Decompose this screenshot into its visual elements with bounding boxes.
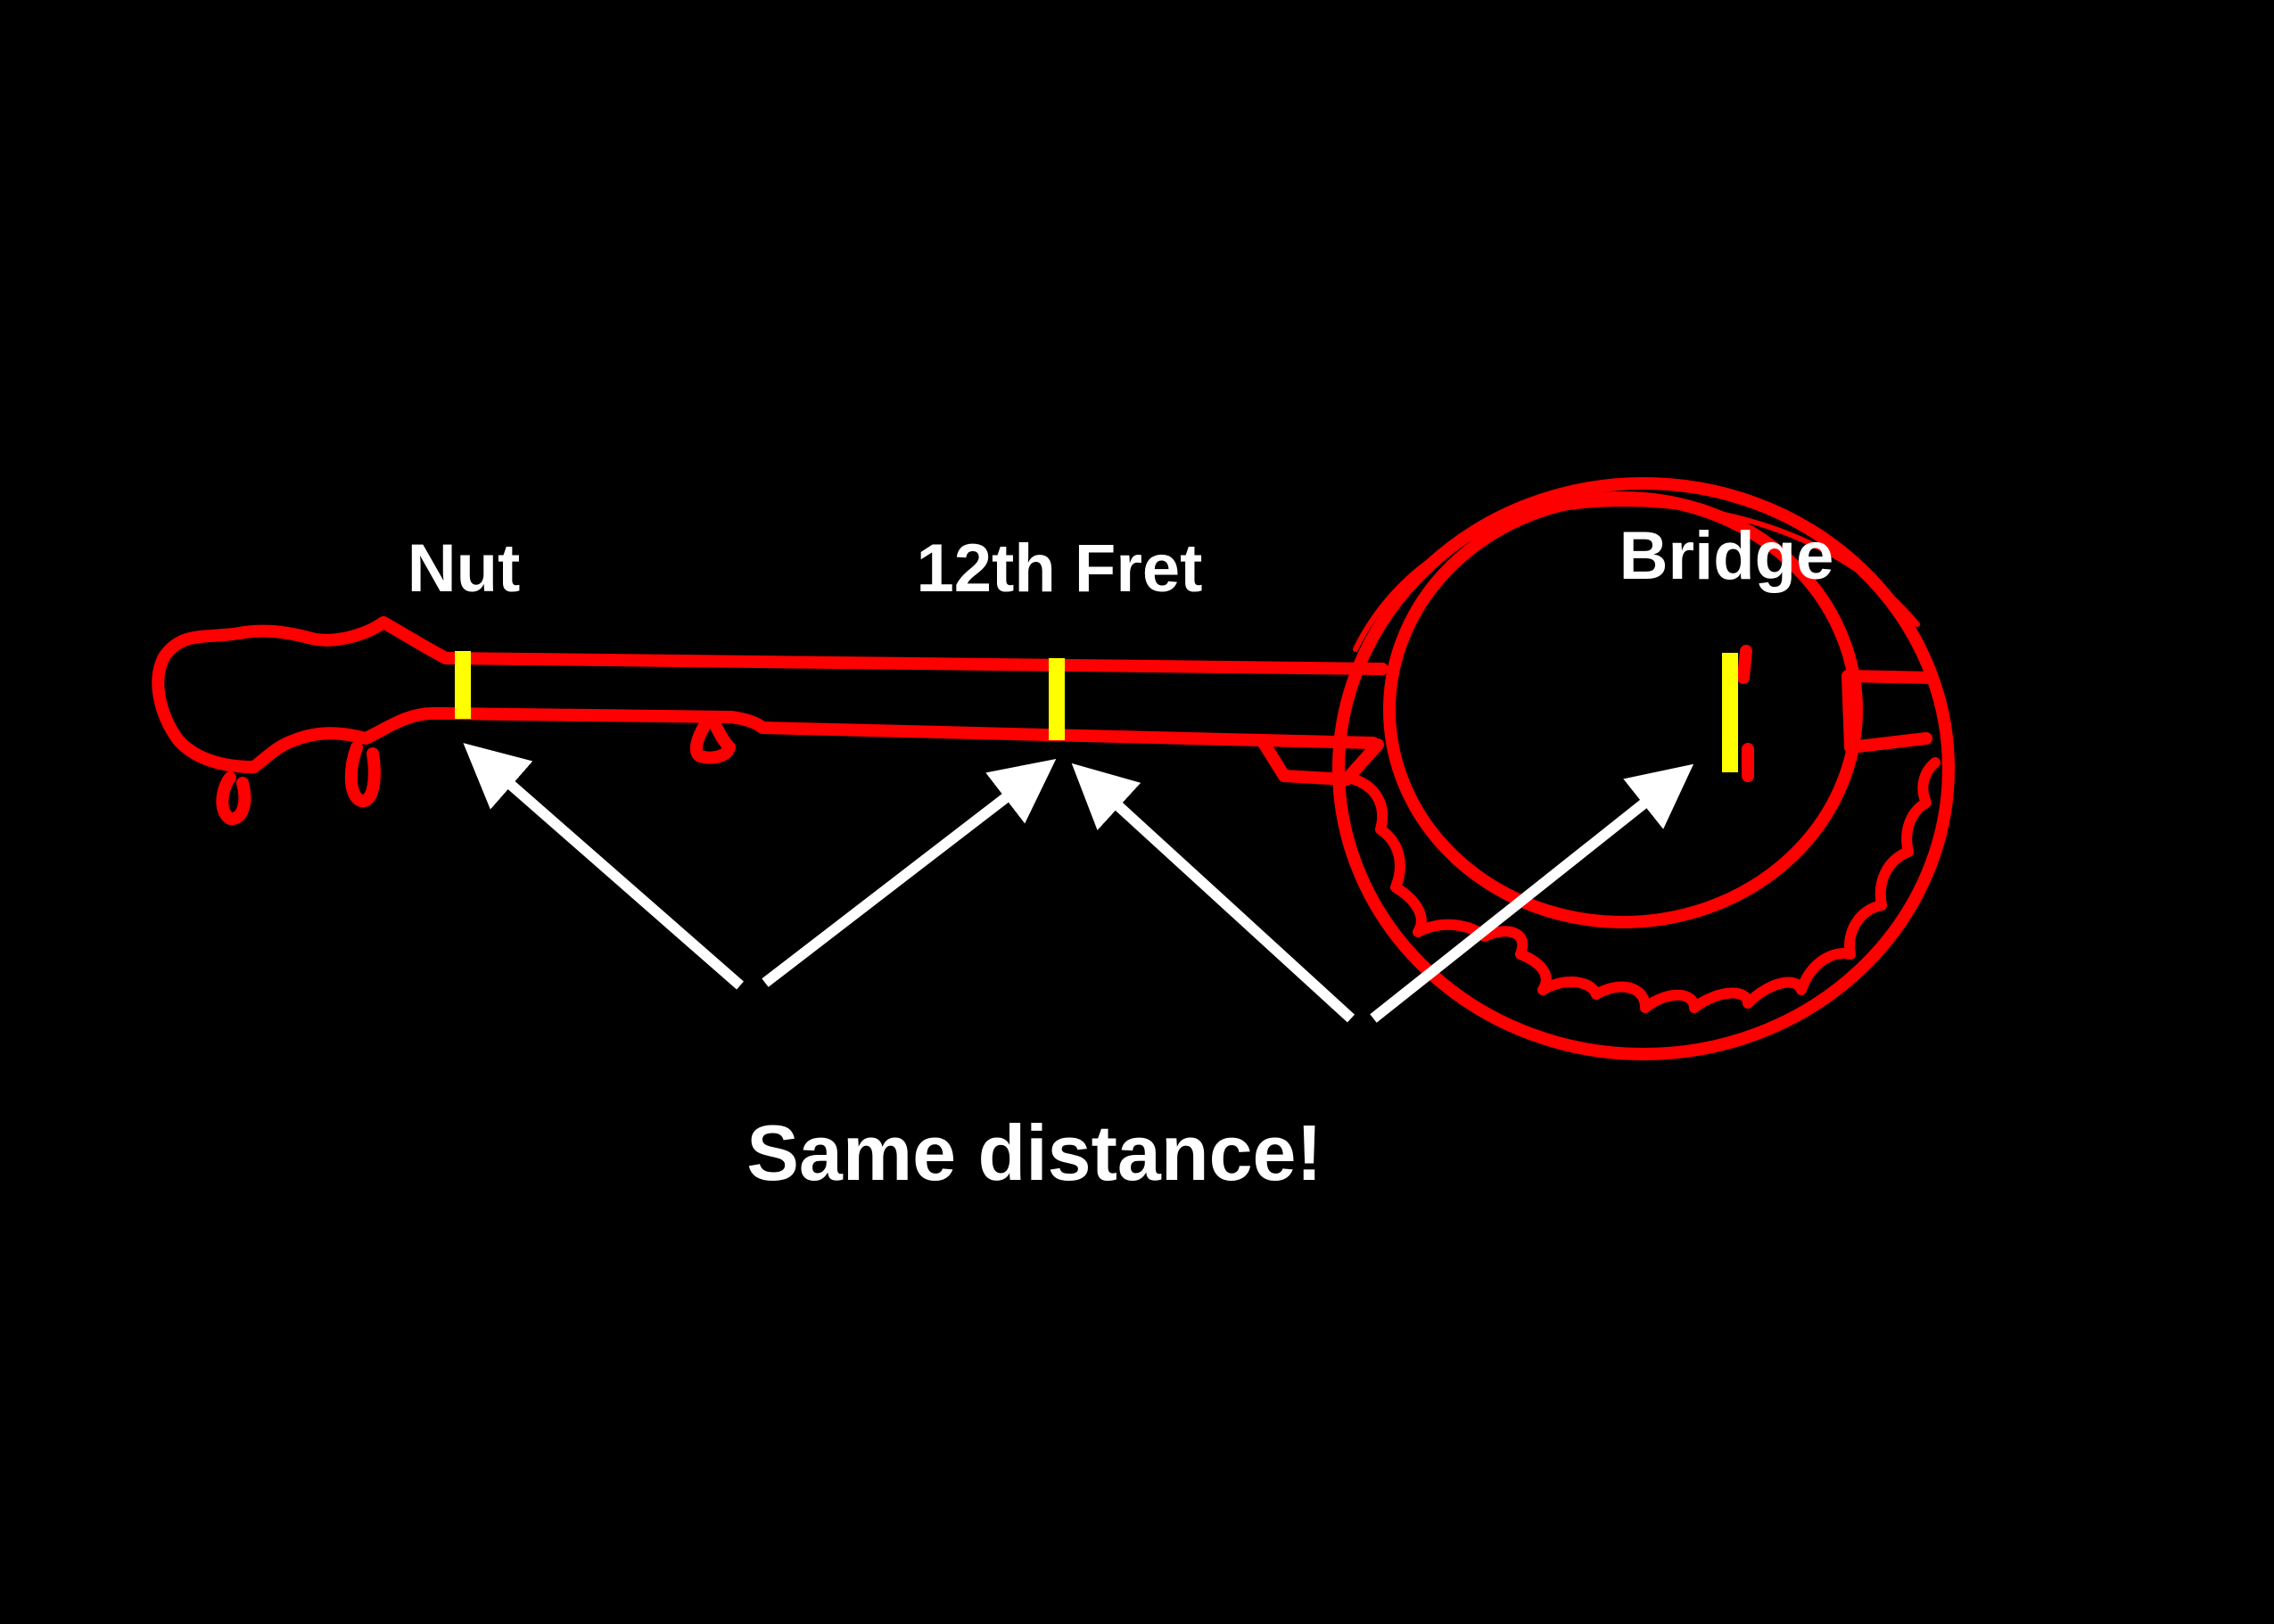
arrow-to-twelfth-fret-right [1071, 763, 1355, 1023]
bridge-label: Bridge [1619, 518, 1834, 594]
tailpiece [1841, 670, 1935, 754]
twelfth-fret-label: 12th Fret [916, 531, 1203, 606]
distance-arrows [463, 743, 1694, 1023]
arrow-to-twelfth-fret-left [762, 759, 1057, 987]
neck-top [440, 652, 1388, 675]
arrow-to-bridge [1370, 763, 1694, 1023]
neck-heel [1256, 734, 1384, 786]
neck-bottom [440, 707, 1380, 749]
position-markers [455, 651, 1738, 772]
tuner-peg-1 [216, 771, 251, 825]
resonator-scallops [1343, 757, 1940, 1013]
tuner-peg-2 [344, 741, 381, 807]
arrow-to-nut [463, 743, 744, 990]
nut-label: Nut [407, 531, 521, 606]
fifth-string-peg [689, 713, 736, 764]
same-distance-caption: Same distance! [746, 1109, 1322, 1197]
rim-outer [1332, 477, 1955, 1060]
banjo-outline-icon [152, 477, 1955, 1060]
bridge-piece [1737, 645, 1754, 782]
drum-head [1383, 491, 1863, 928]
headstock [152, 616, 452, 773]
